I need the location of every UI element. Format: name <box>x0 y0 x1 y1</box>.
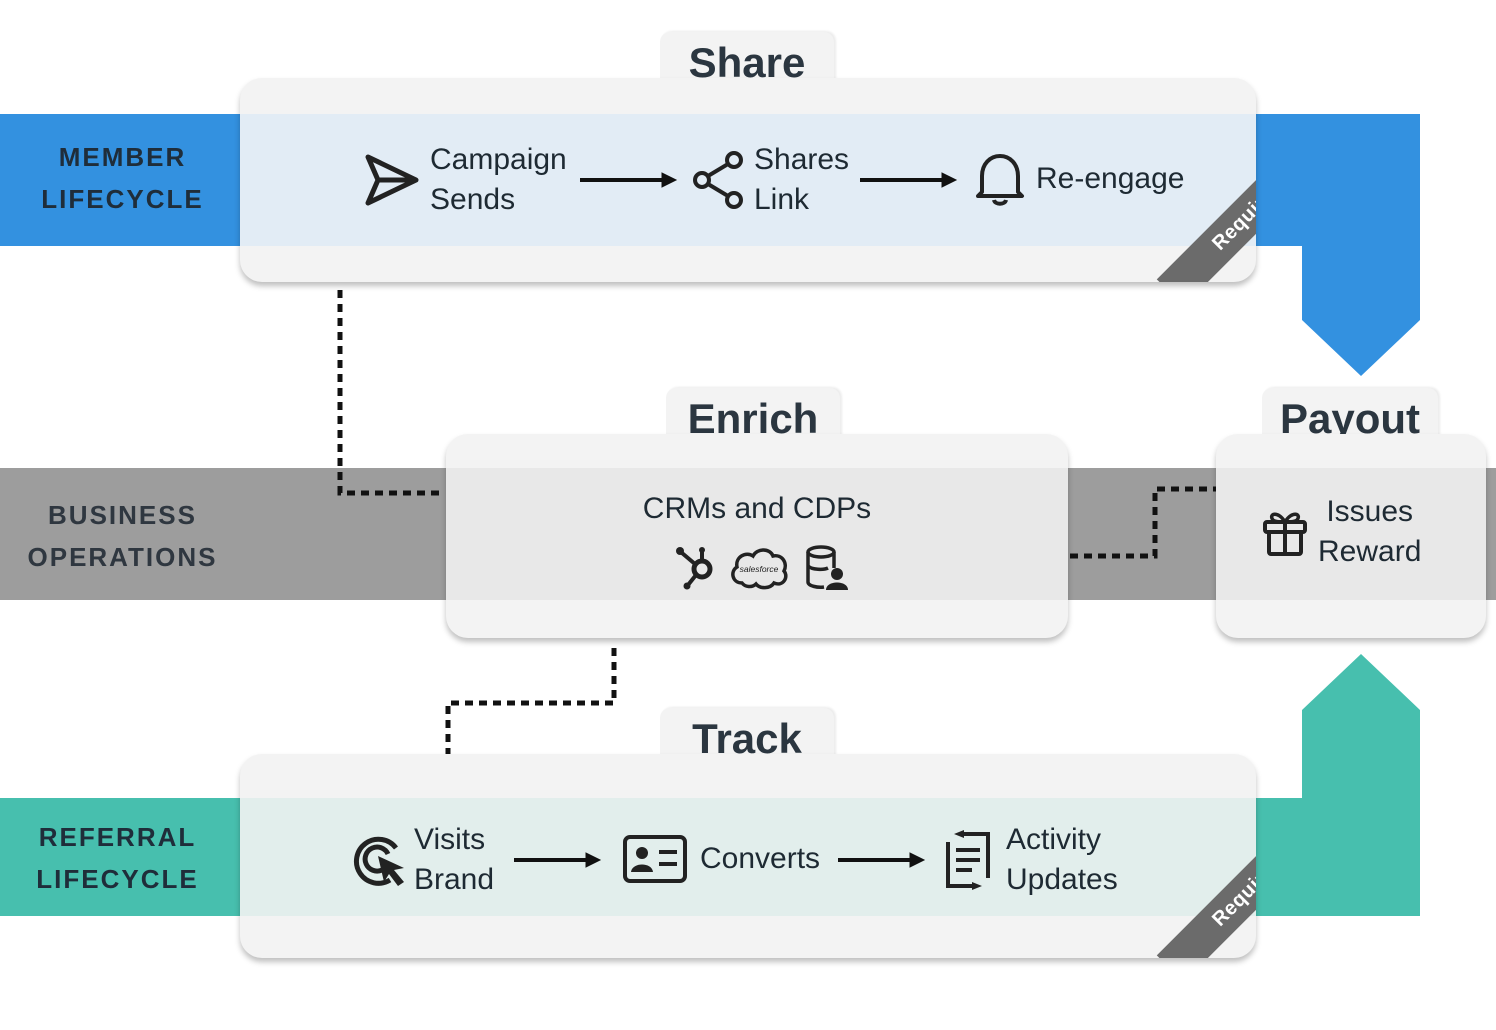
bell-icon <box>976 154 1024 206</box>
step-line1: Re-engage <box>1036 162 1185 195</box>
share-icon <box>693 151 743 209</box>
member-to-payout-arrow <box>1250 114 1420 376</box>
business-operations-label: BUSINESS OPERATIONS <box>20 494 225 578</box>
member-label-line1: MEMBER <box>58 142 187 172</box>
track-step-visits-brand: Visits Brand <box>352 820 494 900</box>
member-lifecycle-label: MEMBER LIFECYCLE <box>20 136 225 220</box>
enrich-subtitle: CRMs and CDPs <box>642 492 872 525</box>
step-line2: Updates <box>1006 863 1118 896</box>
track-step-converts: Converts <box>622 834 820 884</box>
step-line1: Campaign <box>430 143 567 176</box>
gift-icon <box>1263 512 1307 556</box>
track-card: Required <box>240 754 1256 958</box>
referral-to-payout-arrow <box>1250 654 1420 916</box>
salesforce-logo-text: salesforce <box>740 564 779 574</box>
payout-step-issues-reward: Issues Reward <box>1262 492 1421 572</box>
database-user-icon <box>806 545 848 590</box>
track-step-activity-updates: Activity Updates <box>940 820 1118 900</box>
share-step-campaign-sends: Campaign Sends <box>362 140 567 220</box>
step-line2: Sends <box>430 183 516 216</box>
referral-lifecycle-label: REFERRAL LIFECYCLE <box>15 816 220 900</box>
payout-card: Issues Reward <box>1216 434 1486 638</box>
share-step-re-engage: Re-engage <box>974 150 1184 208</box>
business-label-line2: OPERATIONS <box>27 542 218 572</box>
step-line2: Link <box>754 183 810 216</box>
payout-stripe <box>1216 468 1486 600</box>
business-label-line1: BUSINESS <box>48 500 197 530</box>
step-line2: Brand <box>414 863 495 896</box>
enrich-icons: salesforce <box>674 544 848 592</box>
referral-label-line1: REFERRAL <box>38 822 197 852</box>
member-label-line2: LIFECYCLE <box>41 184 204 214</box>
enrich-to-payout-connector <box>1070 486 1226 559</box>
enrich-card: CRMs and CDPs salesforce <box>446 434 1068 638</box>
share-step-shares-link: Shares Link <box>692 140 849 220</box>
activity-log-icon <box>946 830 990 890</box>
track-stripe <box>240 798 1256 916</box>
payout-line1: Issues <box>1326 495 1414 528</box>
click-target-icon <box>353 836 404 886</box>
id-card-icon <box>623 835 687 883</box>
hubspot-icon <box>676 547 713 590</box>
salesforce-icon: salesforce <box>731 548 788 590</box>
step-line1: Visits <box>414 823 486 856</box>
enrich-stripe <box>446 468 1068 600</box>
send-icon <box>365 154 419 206</box>
referral-label-line2: LIFECYCLE <box>36 864 199 894</box>
step-line1: Activity <box>1006 823 1102 856</box>
step-line1: Shares <box>754 143 850 176</box>
share-to-enrich-connector <box>337 290 445 496</box>
step-line1: Converts <box>700 842 821 875</box>
payout-line2: Reward <box>1318 535 1422 568</box>
